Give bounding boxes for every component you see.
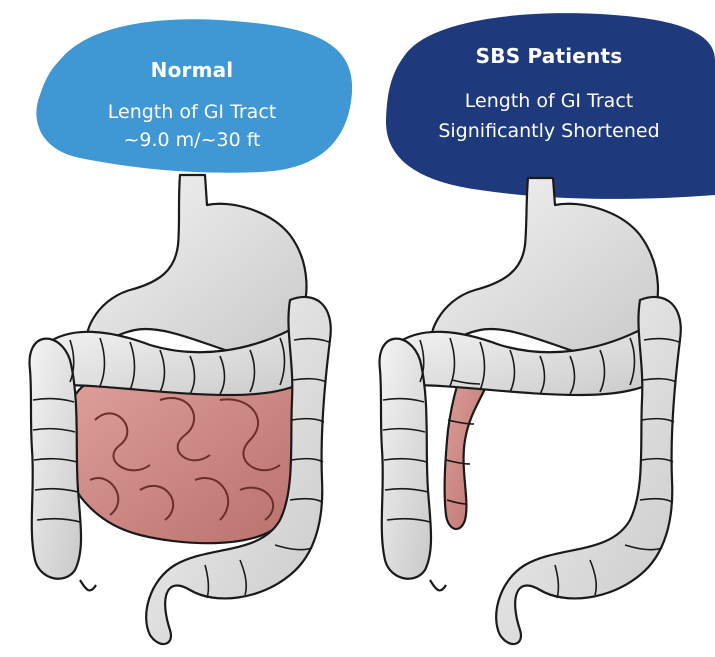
sbs-callout: SBS Patients Length of GI Tract Signific…	[383, 14, 715, 204]
sbs-length-label: Length of GI Tract	[383, 88, 715, 114]
normal-callout: Normal Length of GI Tract ~9.0 m/~30 ft	[32, 16, 352, 176]
sbs-length-value: Significantly Shortened	[383, 118, 715, 144]
normal-title: Normal	[32, 58, 352, 82]
normal-stomach	[87, 175, 307, 355]
sbs-stomach	[431, 178, 658, 355]
normal-gi-tract	[30, 175, 331, 644]
sbs-title: SBS Patients	[383, 44, 715, 68]
sbs-gi-tract	[380, 178, 681, 644]
normal-length-label: Length of GI Tract	[32, 99, 352, 125]
normal-length-value: ~9.0 m/~30 ft	[32, 127, 352, 153]
